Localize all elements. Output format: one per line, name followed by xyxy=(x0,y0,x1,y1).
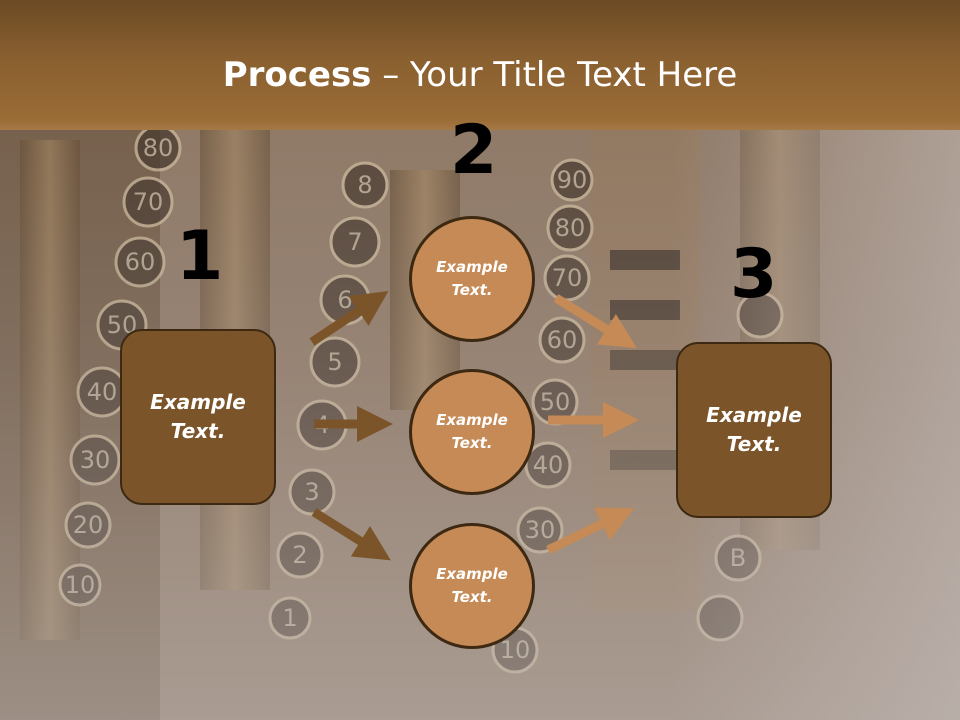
circle-bottom: Example Text. xyxy=(409,523,535,649)
step-number-2: 2 xyxy=(450,111,498,190)
circle-bottom-text: Example Text. xyxy=(436,565,508,606)
arrow-top-to-right xyxy=(553,294,637,349)
left-text-box: Example Text. xyxy=(120,329,276,505)
title-bold: Process xyxy=(222,55,372,95)
step-number-1: 1 xyxy=(176,217,224,296)
left-box-text: Example Text. xyxy=(150,390,246,443)
circle-top-text: Example Text. xyxy=(436,258,508,299)
circle-middle-text: Example Text. xyxy=(436,411,508,452)
title-rest: – Your Title Text Here xyxy=(371,55,738,95)
circle-top: Example Text. xyxy=(409,216,535,342)
right-text-box: Example Text. xyxy=(676,342,832,518)
slide-title: Process – Your Title Text Here xyxy=(0,52,960,98)
arrow-left-to-bottom xyxy=(311,508,391,561)
circle-middle: Example Text. xyxy=(409,369,535,495)
step-number-3: 3 xyxy=(730,235,778,314)
arrow-bottom-to-right xyxy=(546,507,635,555)
arrow-left-to-top xyxy=(309,291,389,346)
right-box-text: Example Text. xyxy=(706,403,802,456)
